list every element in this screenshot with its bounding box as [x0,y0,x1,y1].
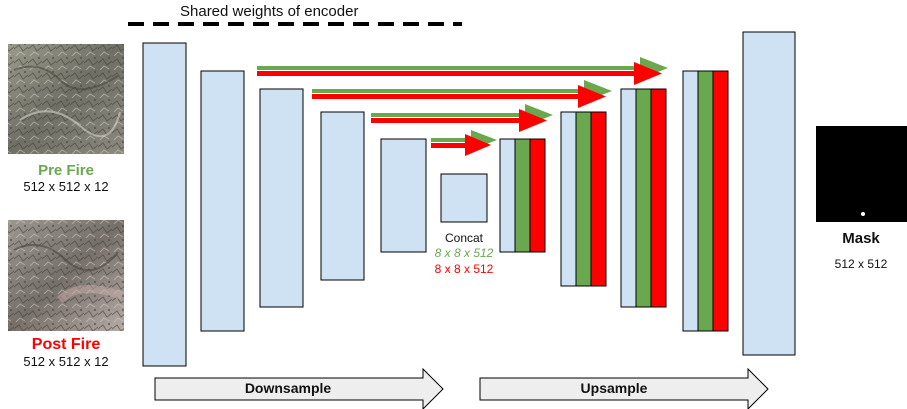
encoder-block-5 [380,138,427,253]
bottleneck-block [440,173,488,223]
mask-label: Mask [842,230,880,247]
encoder-block-2 [200,70,245,332]
decoder-block-1 [499,138,546,253]
concat-post-shape: 8 x 8 x 512 [434,262,494,276]
skip-arrow-4 [431,130,497,156]
concat-pre-shape: 8 x 8 x 512 [434,246,494,260]
decoder-block-3 [620,88,667,308]
upsample-arrow [479,367,769,409]
post-fire-label: Post Fire [31,336,101,353]
downsample-label: Downsample [244,380,332,396]
upsample-label: Upsample [580,380,648,396]
encoder-block-4 [320,111,365,281]
concat-title: Concat [441,231,487,245]
post-fire-size: 512 x 512 x 12 [23,354,109,369]
mask-size: 512 x 512 [834,257,888,271]
pre-fire-size: 512 x 512 x 12 [23,179,109,194]
shared-weights-label: Shared weights of encoder [180,3,359,20]
skip-arrow-1 [257,57,668,85]
skip-arrow-3 [371,104,553,132]
encoder-block-1 [142,42,187,367]
pre-fire-label: Pre Fire [38,162,94,179]
decoder-output-block [742,31,796,356]
downsample-arrow [154,367,444,409]
skip-arrow-2 [312,80,612,108]
decoder-block-2 [560,111,607,287]
encoder-block-3 [259,88,304,308]
mask-image [816,126,907,222]
pre-fire-image [8,44,124,154]
post-fire-image [8,220,124,331]
decoder-block-4 [682,70,729,332]
